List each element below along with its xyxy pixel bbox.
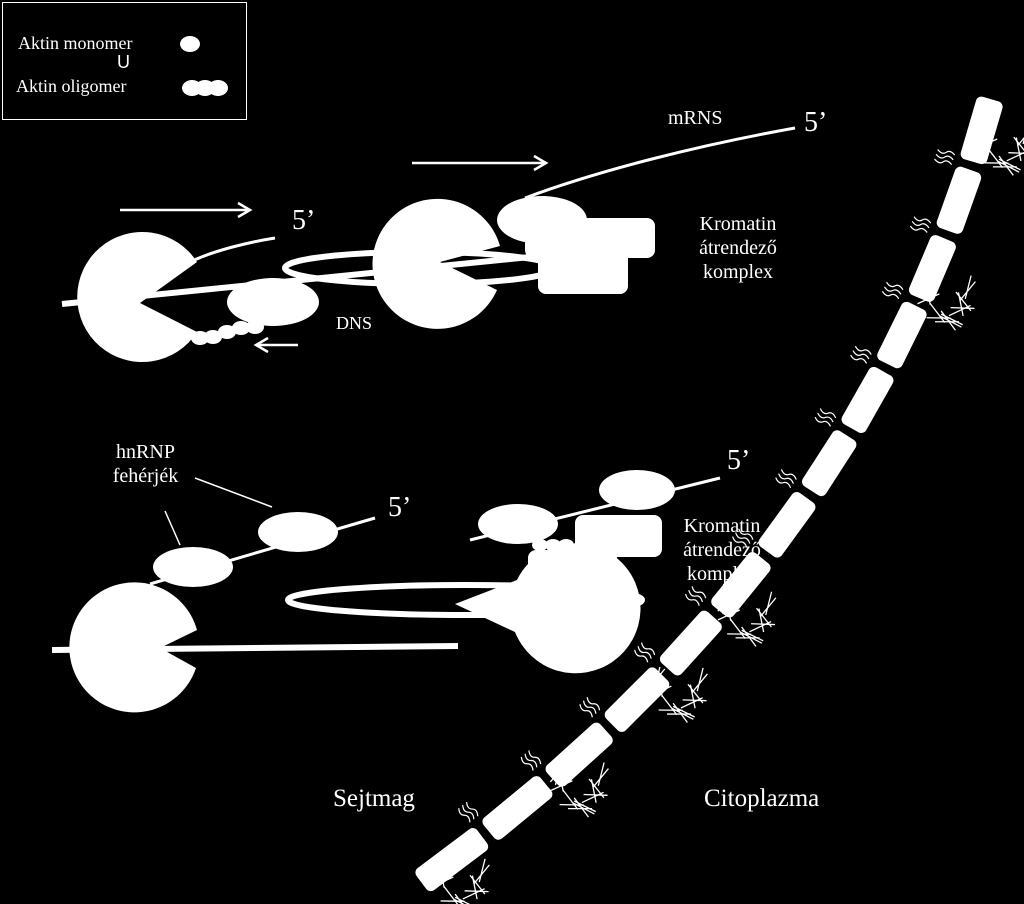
pore-filaments — [881, 281, 904, 300]
envelope-segment — [412, 825, 491, 894]
hnrnp-label: hnRNP fehérjék — [98, 440, 193, 488]
top-five-prime-left: 5’ — [292, 205, 316, 236]
envelope-segment — [839, 364, 896, 436]
bottom-five-prime-mid: 5’ — [388, 492, 412, 523]
envelope-segment — [479, 773, 555, 843]
cytoplasm-label: Citoplazma — [704, 785, 820, 812]
pore-filaments — [458, 801, 479, 823]
envelope-segment — [602, 664, 672, 735]
envelope-segment — [874, 299, 930, 371]
pore-filaments — [814, 408, 837, 427]
bottom-complex-line-2: átrendező — [683, 539, 761, 561]
actin-tangle — [916, 274, 976, 331]
pore-filaments — [909, 216, 932, 233]
pore-filaments — [850, 345, 872, 364]
envelope-segment — [906, 232, 959, 305]
pore-filaments — [684, 586, 707, 606]
hnrnp-leader-2 — [194, 477, 273, 508]
legend-symbols — [180, 36, 228, 96]
top-mrna-left — [189, 236, 276, 264]
top-polymerase-right — [372, 198, 500, 329]
pore-filaments — [934, 149, 956, 165]
hnrnp-line-2: fehérjék — [112, 465, 179, 487]
top-assembly — [61, 126, 796, 363]
legend-monomer-label: Aktin monomer — [18, 33, 133, 53]
bottom-hnrnp-oval-right — [478, 504, 558, 544]
legend-symbol: U — [117, 52, 130, 72]
actin-tangle — [648, 666, 708, 723]
envelope-segment — [756, 489, 818, 561]
nucleus-label: Sejtmag — [333, 785, 415, 812]
hnrnp-oval-2 — [258, 512, 338, 552]
legend-oligomer-icon — [182, 80, 228, 96]
actin-tangle — [974, 119, 1024, 176]
hnrnp-oval-1 — [153, 547, 233, 587]
top-complex-line-3: komplex — [703, 261, 773, 283]
hnrnp-line-1: hnRNP — [116, 441, 175, 463]
bottom-hnrnp-oval-top — [599, 470, 675, 510]
top-actin-oligomer — [191, 320, 264, 345]
bottom-complex-line-1: Kromatin — [683, 515, 761, 537]
top-mrna-right — [524, 126, 796, 200]
bottom-assembly — [51, 470, 721, 713]
top-polymerase-left — [77, 232, 197, 363]
pore-filaments — [634, 642, 656, 663]
top-mrna-label: mRNS — [668, 107, 723, 129]
bottom-dna-loop — [285, 582, 645, 618]
bottom-polymerase-left — [69, 582, 197, 713]
bottom-complex-label: Kromatin átrendező komplex — [672, 514, 772, 586]
actin-tangle — [717, 590, 777, 647]
top-complex-label: Kromatin átrendező komplex — [688, 212, 788, 284]
legend-box — [2, 2, 247, 120]
top-five-prime-right: 5’ — [804, 107, 828, 138]
pore-filaments — [775, 469, 797, 489]
bottom-chromatin-complex — [528, 515, 662, 592]
top-actin-oval — [227, 278, 319, 326]
pore-filaments — [520, 750, 542, 771]
bottom-actin-oligomer — [532, 539, 574, 551]
envelope-segment — [799, 427, 859, 499]
actin-tangle — [549, 761, 609, 818]
nuclear-envelope — [412, 94, 1024, 904]
top-chromatin-complex — [525, 218, 655, 294]
top-arrows — [120, 154, 549, 354]
bottom-five-prime-right: 5’ — [727, 445, 751, 476]
legend-oligomer-label: Aktin oligomer — [16, 76, 127, 96]
pore-filaments — [731, 528, 754, 548]
envelope-segment — [958, 94, 1006, 167]
hnrnp-leader-1 — [164, 510, 181, 546]
bottom-complex-line-3: komplex — [687, 563, 757, 585]
legend-monomer-icon — [180, 36, 200, 52]
pore-filaments — [579, 697, 601, 718]
envelope-segment — [934, 164, 984, 237]
top-complex-line-1: Kromatin — [699, 213, 777, 235]
envelope-segment — [657, 608, 725, 678]
top-complex-line-2: átrendező — [699, 237, 777, 259]
top-dna-label: DNS — [336, 313, 373, 333]
